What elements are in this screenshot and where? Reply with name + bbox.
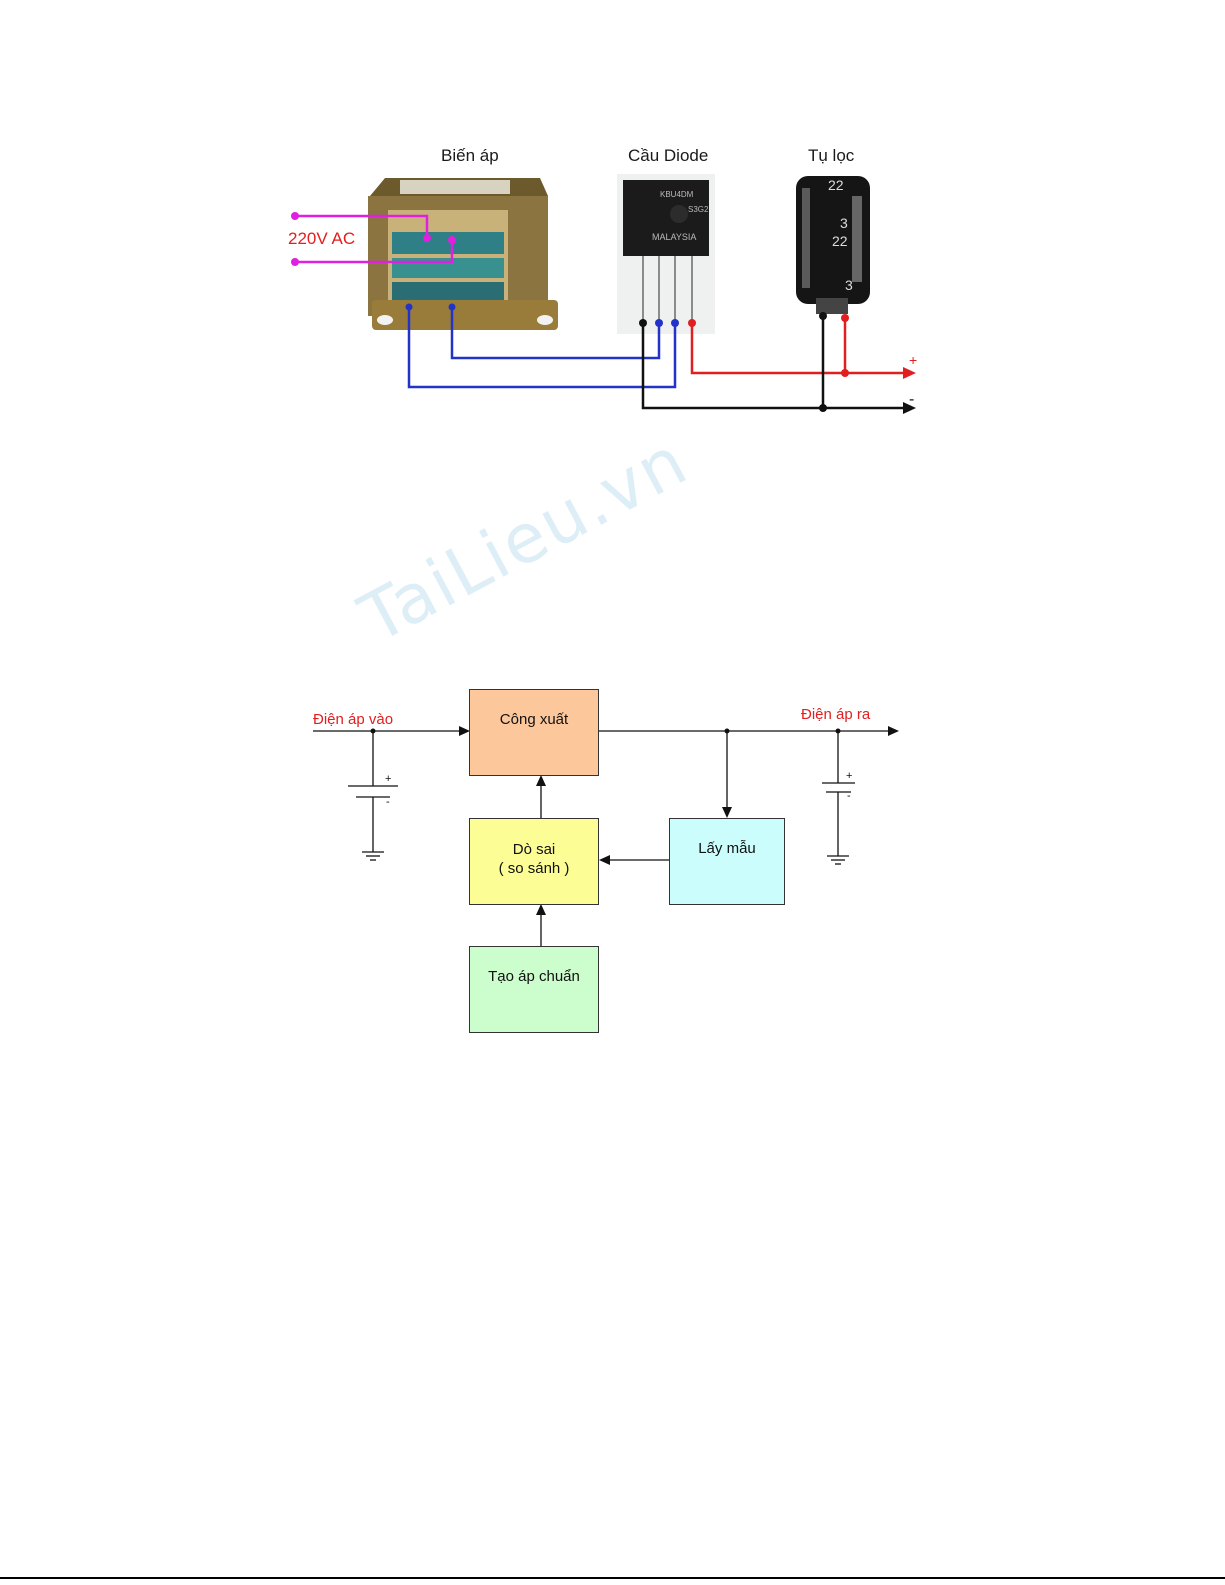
page-bottom-rule — [0, 1577, 1225, 1579]
output-voltage-label: Điện áp ra — [801, 706, 870, 723]
input-voltage-label: Điện áp vào — [313, 711, 393, 728]
reference-block-label: Tạo áp chuẩn — [470, 967, 598, 986]
block-diagram-connections — [0, 0, 1225, 1100]
output-cap-plus: + — [846, 770, 852, 782]
input-cap-minus: - — [386, 796, 390, 808]
input-cap-plus: + — [385, 773, 391, 785]
reference-block: Tạo áp chuẩn — [469, 946, 599, 1033]
power-block: Công xuất — [469, 689, 599, 776]
sampling-block: Lấy mẫu — [669, 818, 785, 905]
output-cap-minus: - — [847, 790, 851, 802]
error-block-line2: ( so sánh ) — [470, 859, 598, 878]
error-block-line1: Dò sai — [470, 840, 598, 859]
power-block-label: Công xuất — [470, 710, 598, 729]
error-amp-block: Dò sai ( so sánh ) — [469, 818, 599, 905]
sampling-block-label: Lấy mẫu — [670, 839, 784, 858]
